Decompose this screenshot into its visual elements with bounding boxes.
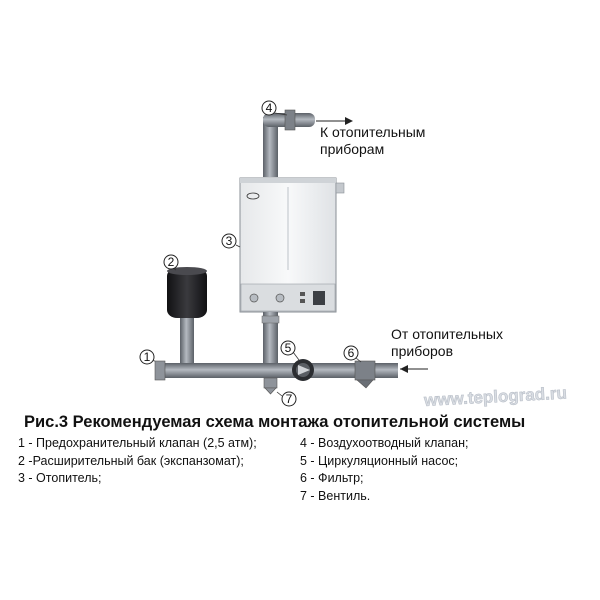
legend-item: 4 - Воздухоотводный клапан; [300,436,469,450]
legend-left-column: 1 - Предохранительный клапан (2,5 атм); … [18,435,257,488]
drain-valve [263,377,278,389]
legend-item: 1 - Предохранительный клапан (2,5 атм); [18,436,257,450]
callout-2: 2 [163,254,179,271]
inlet-label-line-1: От отопительных [391,326,503,342]
safety-valve [154,360,166,381]
svg-text:6: 6 [348,346,355,360]
legend-item: 3 - Отопитель; [18,471,102,485]
svg-text:1: 1 [144,350,151,364]
outlet-label-line-1: К отопительным [320,124,425,140]
inlet-arrowhead [400,365,408,373]
legend-item: 5 - Циркуляционный насос; [300,453,459,468]
expansion-tank [167,267,207,318]
legend-item: 6 - Фильтр; [300,471,364,485]
callout-7: 7 [276,391,297,407]
outlet-label-line-2: приборам [320,141,384,157]
callout-6: 6 [343,345,362,363]
callout-5: 5 [280,340,300,361]
legend-item: 7 - Вентиль. [300,488,371,503]
legend-item: 2 -Расширительный бак (экспанзомат); [18,453,244,468]
legend-right-column: 4 - Воздухоотводный клапан; 5 - Циркуляц… [300,435,468,505]
callout-1: 1 [139,349,156,365]
boiler-display [313,291,325,305]
outlet-arrowhead [345,117,353,125]
boiler-logo-icon [246,192,260,200]
callout-3: 3 [221,233,241,249]
svg-text:2: 2 [168,255,175,269]
callout-4: 4 [261,100,288,116]
control-knob-icon [249,293,259,303]
filter [354,360,376,389]
svg-text:3: 3 [226,234,233,248]
circulation-pump [292,359,314,381]
inlet-label-line-2: приборов [391,343,453,359]
return-manifold-pipe [160,363,398,378]
watermark: www.teplograd.ru [423,384,568,411]
boiler [239,177,345,313]
boiler-inlet-pipe [263,312,278,372]
svg-text:4: 4 [266,101,273,115]
svg-text:5: 5 [285,341,292,355]
control-knob-icon [275,293,285,303]
air-vent-valve [284,109,296,131]
expansion-tank-pipe [180,318,194,370]
figure-caption: Рис.3 Рекомендуемая схема монтажа отопит… [24,413,526,431]
svg-text:7: 7 [286,392,293,406]
outlet-riser-pipe [263,117,278,177]
